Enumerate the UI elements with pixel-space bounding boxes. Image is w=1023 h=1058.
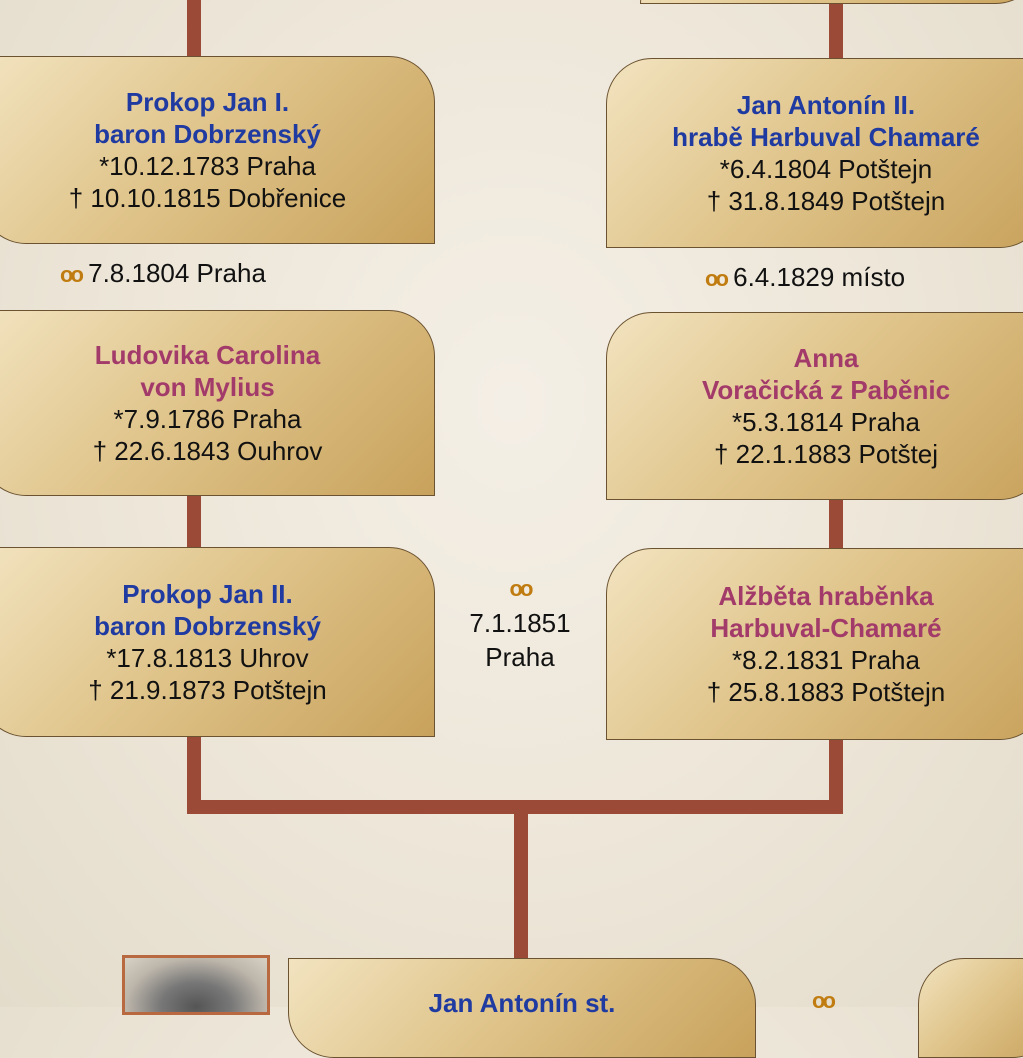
- person-name-line1: Alžběta hraběnka: [718, 581, 934, 611]
- person-name-line1: Anna: [793, 343, 859, 373]
- person-name-line2: baron Dobrzenský: [94, 611, 321, 641]
- connector-center-down: [514, 814, 528, 960]
- connector-top-right: [829, 0, 843, 62]
- person-name-line2: von Mylius: [140, 372, 275, 402]
- person-birth: *5.3.1814 Praha: [732, 407, 920, 437]
- marriage-date: 7.1.1851: [469, 608, 571, 638]
- connector-left-child-down: [187, 735, 201, 807]
- portrait-photo: [122, 955, 270, 1015]
- person-death: † 21.9.1873 Potštejn: [88, 675, 327, 705]
- portrait-image: [125, 958, 267, 1012]
- person-name-line2: Harbuval-Chamaré: [710, 613, 942, 643]
- person-birth: *6.4.1804 Potštejn: [719, 154, 933, 184]
- person-death: † 10.10.1815 Dobřenice: [68, 183, 347, 213]
- person-death: † 31.8.1849 Potštejn: [706, 186, 946, 216]
- marriage-rings-icon: oo: [705, 266, 729, 291]
- person-death: † 22.1.1883 Potštej: [713, 439, 939, 469]
- person-name-line2: hrabě Harbuval Chamaré: [672, 122, 980, 152]
- connector-left-wife-child: [187, 495, 201, 550]
- marriage-rings-icon: oo: [509, 576, 534, 601]
- person-death: † 22.6.1843 Ouhrov: [92, 436, 323, 466]
- person-name-line1: Jan Antonín st.: [428, 988, 616, 1018]
- person-card-prokop-jan-i: Prokop Jan I. baron Dobrzenský *10.12.17…: [0, 56, 435, 244]
- connector-horizontal: [187, 800, 843, 814]
- person-name-line2: Voračická z Paběnic: [701, 375, 951, 405]
- marriage-rings-icon: oo: [60, 262, 84, 287]
- marriage-info-left: oo 7.8.1804 Praha: [60, 258, 266, 289]
- marriage-info-bottom: oo: [812, 984, 836, 1015]
- person-birth: *8.2.1831 Praha: [732, 645, 920, 675]
- marriage-rings-icon: oo: [812, 988, 836, 1013]
- person-card-ludovika-carolina: Ludovika Carolina von Mylius *7.9.1786 P…: [0, 310, 435, 496]
- marriage-info-right: oo 6.4.1829 místo: [705, 262, 905, 293]
- connector-right-wife-child: [829, 498, 843, 550]
- person-birth: *7.9.1786 Praha: [113, 404, 302, 434]
- person-name-line1: Jan Antonín II.: [736, 90, 916, 120]
- person-card-prokop-jan-ii: Prokop Jan II. baron Dobrzenský *17.8.18…: [0, 547, 435, 737]
- connector-right-child-down: [829, 738, 843, 807]
- person-card-alzbeta: Alžběta hraběnka Harbuval-Chamaré *8.2.1…: [606, 548, 1023, 740]
- person-card-jan-antonin-ii: Jan Antonín II. hrabě Harbuval Chamaré *…: [606, 58, 1023, 248]
- marriage-date-place: 7.8.1804 Praha: [88, 258, 266, 288]
- person-card-jan-antonin-st: Jan Antonín st.: [288, 958, 756, 1058]
- person-birth: *10.12.1783 Praha: [99, 151, 316, 181]
- person-name-line2: baron Dobrzenský: [94, 119, 321, 149]
- person-name-line1: Prokop Jan I.: [125, 87, 290, 117]
- person-card-bottom-right-partial: [918, 958, 1023, 1058]
- marriage-place: Praha: [485, 642, 555, 672]
- person-card-anna-voracicka: Anna Voračická z Paběnic *5.3.1814 Praha…: [606, 312, 1023, 500]
- person-death: † 25.8.1883 Potštejn: [706, 677, 946, 707]
- person-name-line1: Prokop Jan II.: [122, 579, 293, 609]
- top-right-partial-card: [640, 0, 1023, 4]
- marriage-info-children: oo 7.1.1851 Praha: [450, 572, 590, 674]
- connector-top-left: [187, 0, 201, 58]
- person-birth: *17.8.1813 Uhrov: [106, 643, 309, 673]
- marriage-date-place: 6.4.1829 místo: [733, 262, 906, 292]
- person-name-line1: Ludovika Carolina: [94, 340, 321, 370]
